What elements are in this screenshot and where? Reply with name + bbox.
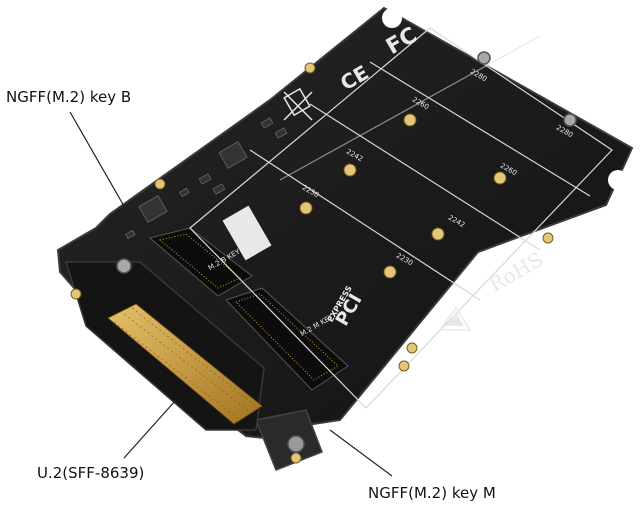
callout-line-key-m (329, 429, 393, 477)
sata-logo (222, 205, 272, 261)
mounting-pads (70, 62, 554, 464)
board-notch-right (608, 170, 628, 190)
screw-bracket (287, 435, 305, 453)
smd-components (124, 117, 288, 240)
u2-gold-contacts (107, 303, 263, 425)
callout-line-u2 (123, 399, 177, 459)
screw-posts (116, 51, 577, 274)
weee-bin-icon (283, 87, 313, 121)
esd-warning-icon (438, 306, 472, 331)
rohs-mark: RoHS (485, 247, 547, 297)
m2-key-m-slot (225, 287, 349, 391)
m2-card-outline (189, 27, 613, 409)
callout-label-key-b: NGFF(M.2) key B (6, 88, 132, 106)
callout-label-u2: U.2(SFF-8639) (37, 464, 145, 482)
callout-line-key-b (69, 111, 141, 235)
callout-label-key-m: NGFF(M.2) key M (368, 484, 496, 502)
board-notch-top (382, 8, 402, 28)
esd-warning-icon-2 (446, 312, 464, 326)
m2-key-b-slot (148, 227, 253, 297)
